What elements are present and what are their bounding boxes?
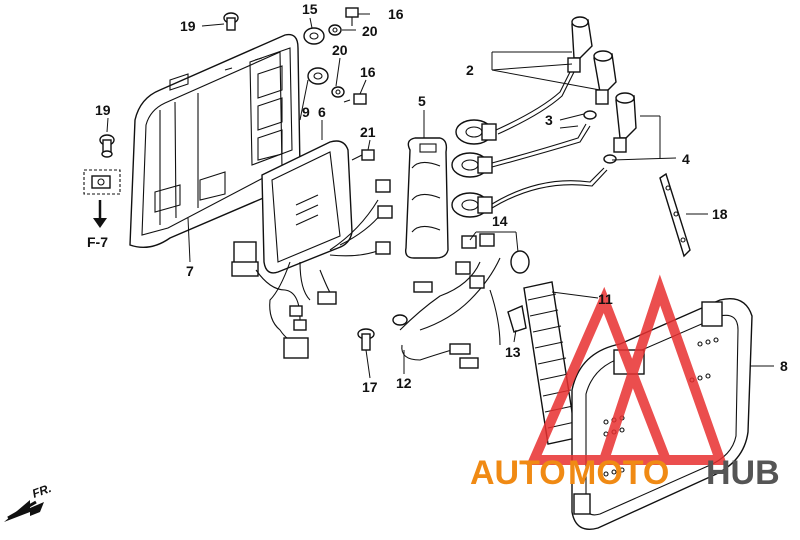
ht-lead-2 [491,123,591,168]
callout-2: 2 [466,62,474,78]
coil-bracket-5 [404,137,449,259]
reference-f7: F-7 [87,234,108,250]
washer-20-top [328,24,342,36]
callout-9: 9 [302,104,310,120]
grommet-15 [303,27,325,45]
callout-6: 6 [318,104,326,120]
clip-13 [507,305,527,333]
watermark-text-1: AUTO [470,454,566,492]
wiring-12 [392,233,501,369]
grommet-upper [307,67,329,85]
watermark-logo [526,274,728,465]
plug-cap-3 [613,92,637,153]
ignition-coil-top [455,119,497,145]
washer-20-mid [331,86,345,98]
front-arrow-icon [4,500,44,522]
callout-18: 18 [712,206,728,222]
callout-12: 12 [396,375,412,391]
cover-8 [571,298,753,530]
leader-lines [106,13,774,379]
bracket-panel-7 [129,33,301,248]
callout-20-top: 20 [362,23,378,39]
bolt-19-left [99,134,115,158]
callout-20-mid: 20 [332,42,348,58]
front-direction-label: FR. [30,481,53,501]
callout-21: 21 [360,124,376,140]
callout-5: 5 [418,93,426,109]
callout-8: 8 [780,358,788,374]
bolt-17 [357,328,375,351]
clip-f7 [83,169,121,195]
callout-16-mid: 16 [360,64,376,80]
callout-11: 11 [598,291,613,307]
screw-16-mid [343,93,367,105]
arrow-down-icon [93,200,107,228]
screw-16-top [345,7,359,26]
ignition-coil-mid [451,152,493,178]
watermark-text-3: HUB [706,454,780,492]
callout-3: 3 [545,112,553,128]
plug-cap-1 [567,16,593,73]
callout-19-left: 19 [95,102,111,118]
seal-3 [583,110,597,120]
screw-21 [351,149,375,161]
callout-16-top: 16 [388,6,404,22]
callout-13: 13 [505,344,521,360]
ignition-coil-bottom [451,192,493,218]
ht-lead-1 [495,67,576,135]
bolt-19-top [223,12,239,31]
watermark-text-2: MOTO [568,454,669,492]
ht-lead-3 [491,167,608,209]
wire-harness-6 [231,179,393,359]
callout-17: 17 [362,379,378,395]
seal-4 [603,154,617,164]
callout-14: 14 [492,213,508,229]
control-module-6 [261,140,353,274]
strip-18 [659,172,691,258]
callout-7: 7 [186,263,194,279]
rubber-cap-14 [510,250,530,274]
callout-4: 4 [682,151,690,167]
callout-19-top: 19 [180,18,196,34]
plug-cap-2 [593,50,617,105]
callout-15: 15 [302,1,318,17]
